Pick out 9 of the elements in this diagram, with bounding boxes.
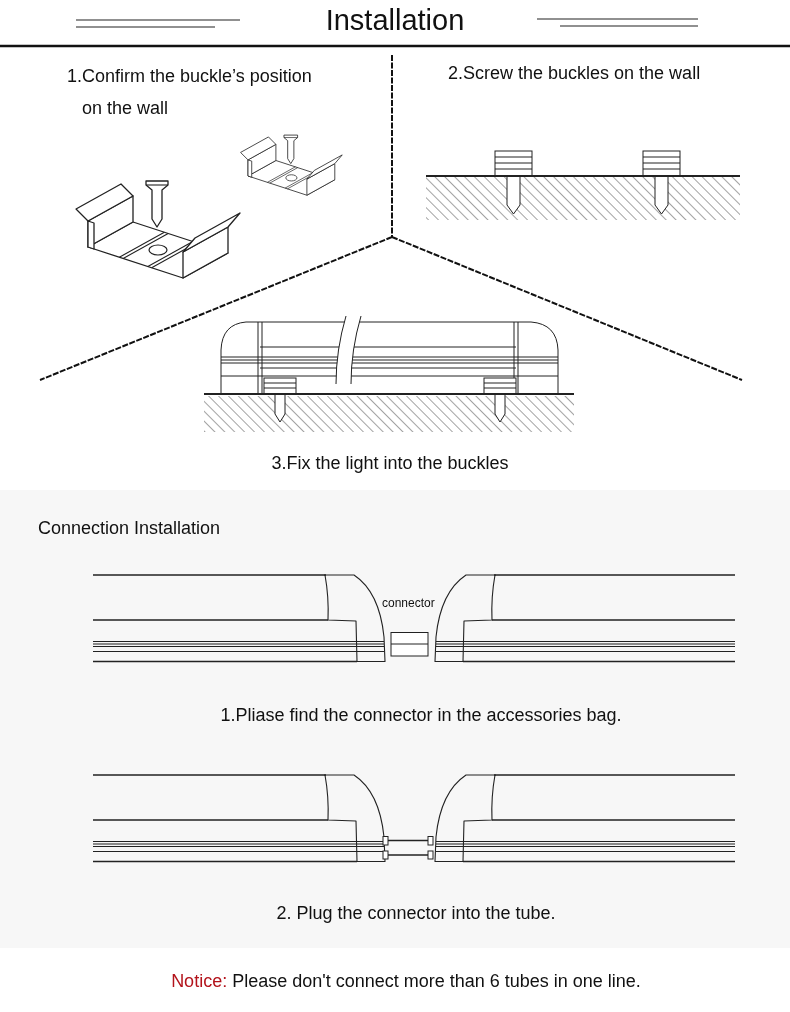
section-heading: Connection Installation (38, 517, 221, 539)
step-caption: 3.Fix the light into the buckles (271, 452, 509, 474)
step-caption: 1.Pliase find the connector in the accessories bag. (220, 704, 622, 726)
part-label: connector (382, 596, 435, 611)
step-caption: 2. Plug the connector into the tube. (276, 902, 556, 924)
notice-text: Notice: Please don't connect more than 6 tubes in one line. (171, 970, 641, 992)
page-title: Installation (325, 3, 465, 37)
step-caption: 1.Confirm the buckle’s position on the wall (67, 65, 313, 120)
step-caption: 2.Screw the buckles on the wall (448, 62, 701, 84)
